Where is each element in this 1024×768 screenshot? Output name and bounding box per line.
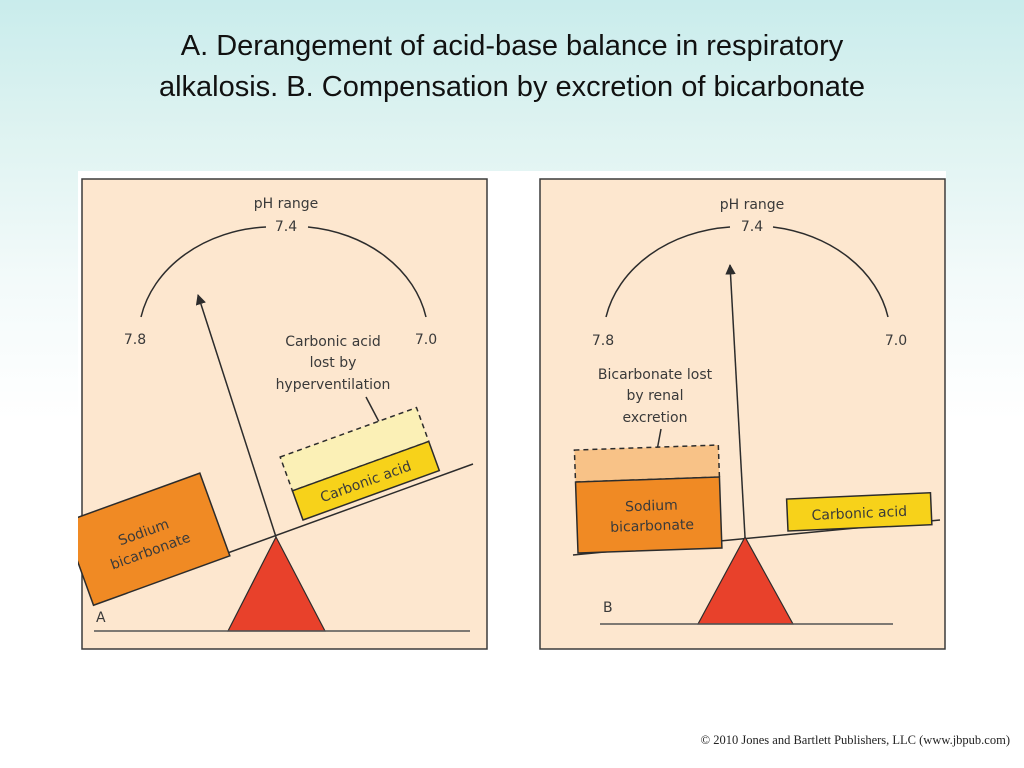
panel-b-carbonic-acid-label: Carbonic acid bbox=[811, 504, 907, 524]
panel-a-ph-right: 7.0 bbox=[415, 332, 437, 348]
panel-b-ph-pointer bbox=[725, 263, 746, 538]
panel-b-ph-range-label: pH range bbox=[720, 197, 785, 213]
panel-a-carbonic-acid-box bbox=[291, 440, 441, 521]
panel-b-sodium-bicarbonate-group: Sodium bicarbonate bbox=[573, 444, 723, 554]
panel-a-ph-center: 7.4 bbox=[275, 219, 297, 235]
slide-title: A. Derangement of acid-base balance in r… bbox=[0, 26, 1024, 108]
panel-a-annotation-line-3: hyperventilation bbox=[276, 377, 391, 393]
panel-a-ph-pointer bbox=[195, 294, 277, 538]
title-line-1: A. Derangement of acid-base balance in r… bbox=[180, 30, 844, 62]
figure: pH range 7.4 7.8 7.0 Carbonic acid lost … bbox=[78, 171, 946, 654]
panel-a-annotation-line-1: Carbonic acid bbox=[285, 334, 381, 350]
title-line-2: alkalosis. B. Compensation by excretion … bbox=[158, 71, 866, 103]
panel-a-ph-arc bbox=[140, 226, 427, 318]
panel-b: pH range 7.4 7.8 7.0 Bicarbonate lost by… bbox=[539, 178, 946, 650]
panel-a-ph-range-label: pH range bbox=[254, 196, 319, 212]
panel-b-ph-arc bbox=[605, 226, 889, 318]
panel-b-sodium-label: Sodium bbox=[625, 497, 678, 515]
panel-a-letter: A bbox=[96, 610, 106, 626]
panel-a: pH range 7.4 7.8 7.0 Carbonic acid lost … bbox=[78, 178, 488, 650]
panel-b-carbonic-acid-group: Carbonic acid bbox=[785, 491, 933, 532]
panel-a-ph-left: 7.8 bbox=[124, 332, 146, 348]
panel-b-bicarbonate-label: bicarbonate bbox=[610, 517, 694, 536]
panel-b-annotation-line-3: excretion bbox=[623, 410, 688, 426]
panel-b-lost-bicarbonate-box bbox=[573, 444, 721, 483]
panel-b-sodium-bicarbonate-box bbox=[574, 476, 723, 554]
panel-a-sodium-bicarbonate-box: Sodium bicarbonate bbox=[78, 472, 231, 607]
panel-b-annotation-line-2: by renal bbox=[626, 388, 683, 404]
panel-b-carbonic-acid-box bbox=[785, 491, 933, 532]
panel-b-letter: B bbox=[603, 600, 613, 616]
panel-b-ph-right: 7.0 bbox=[885, 333, 907, 349]
panel-b-ph-center: 7.4 bbox=[741, 219, 763, 235]
panel-b-ph-left: 7.8 bbox=[592, 333, 614, 349]
panel-b-annotation-line-1: Bicarbonate lost bbox=[598, 367, 713, 383]
panel-a-annotation-line-2: lost by bbox=[310, 355, 357, 371]
copyright-notice: © 2010 Jones and Bartlett Publishers, LL… bbox=[700, 733, 1010, 747]
acid-base-diagram: pH range 7.4 7.8 7.0 Carbonic acid lost … bbox=[78, 178, 946, 650]
